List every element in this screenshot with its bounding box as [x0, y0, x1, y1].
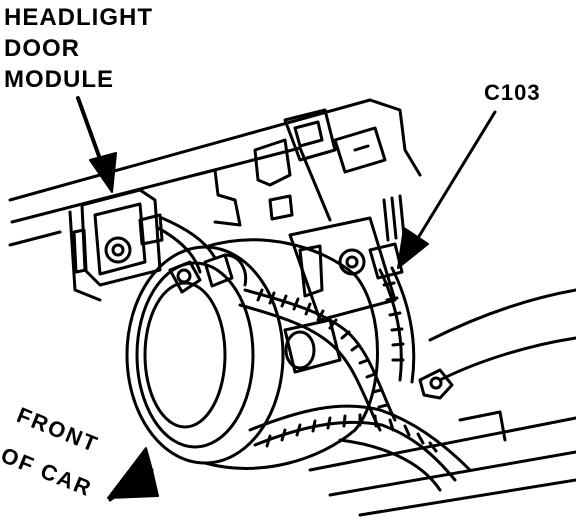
headlamp-motor — [125, 238, 379, 470]
lower-frame — [308, 288, 576, 517]
c103-connector — [368, 194, 406, 280]
mounting-plate — [283, 216, 397, 374]
bracket-detail — [193, 108, 387, 227]
label-line-2: DOOR — [4, 35, 80, 62]
connector-leader-arrow — [397, 110, 497, 269]
headlight-door-module-label: HEADLIGHT DOOR MODULE — [4, 2, 153, 95]
label-line-3: MODULE — [4, 66, 114, 93]
label-line-1: HEADLIGHT — [4, 4, 153, 31]
wiring-harness — [238, 266, 472, 492]
module-leader-arrow — [76, 96, 117, 193]
door-module-housing — [72, 188, 164, 287]
c103-label: C103 — [484, 80, 541, 105]
front-direction-arrow — [107, 447, 159, 502]
